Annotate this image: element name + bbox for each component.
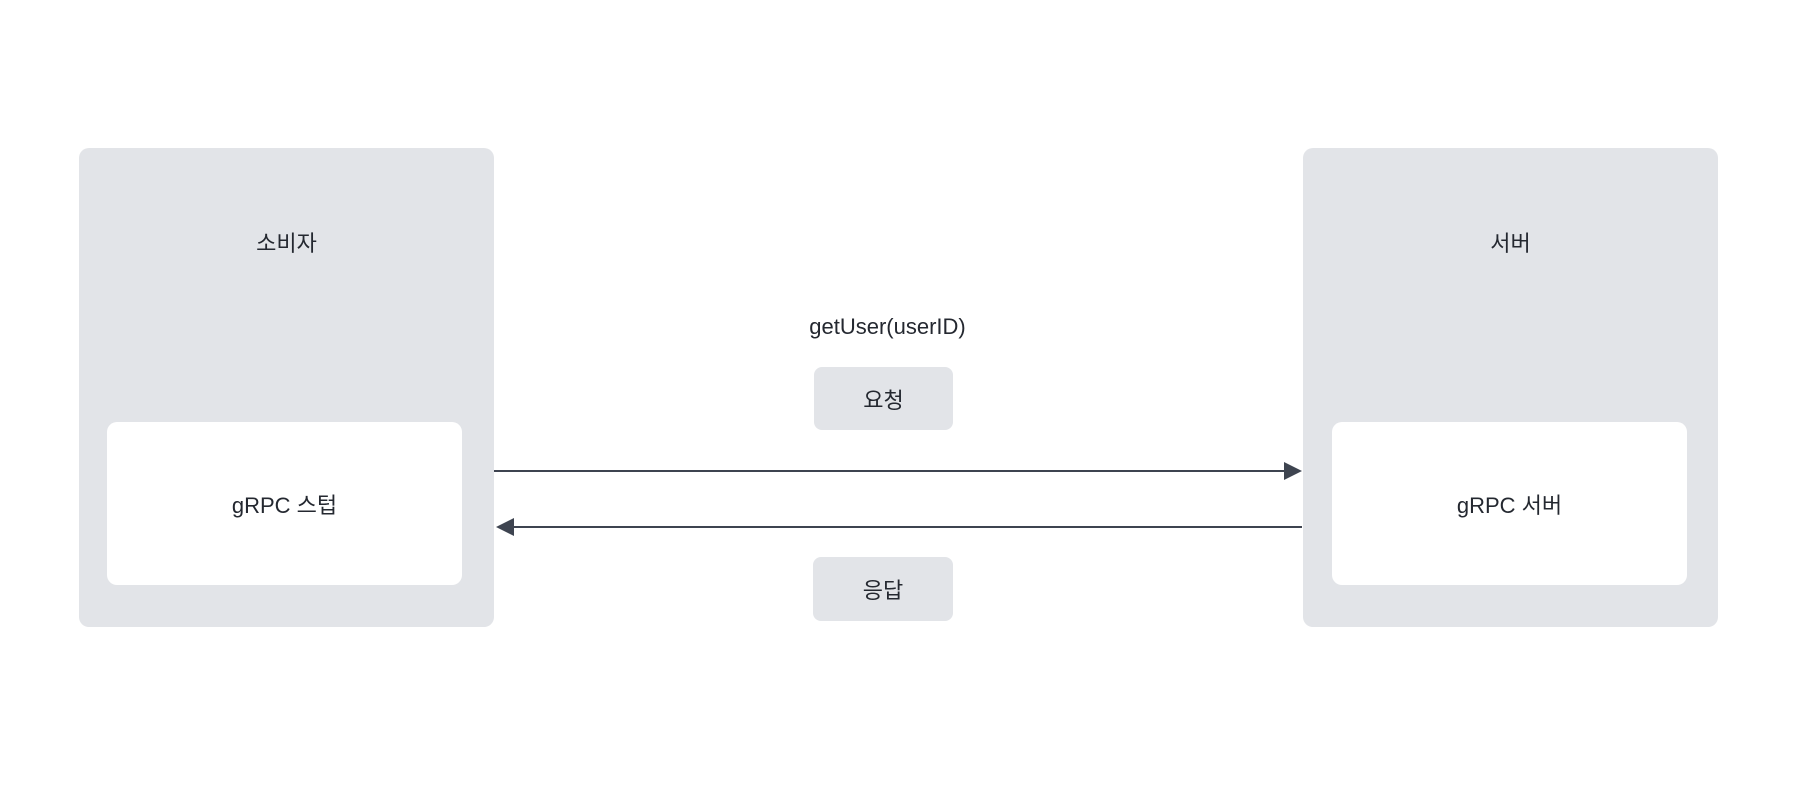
consumer-actor-title: 소비자 [256,231,317,256]
response-badge: 응답 [813,557,953,621]
consumer-actor-box: 소비자 gRPC 스텁 [79,148,494,627]
request-arrow-line [494,470,1286,472]
grpc-stub-label: gRPC 스텁 [231,492,338,518]
server-actor-title: 서버 [1490,231,1531,256]
response-badge-label: 응답 [862,578,904,603]
response-arrow-line [513,526,1302,528]
arrowhead-right-icon [1284,462,1302,480]
request-badge: 요청 [814,367,953,430]
request-badge-label: 요청 [863,387,904,413]
grpc-server-node: gRPC 서버 [1332,422,1687,585]
server-actor-box: 서버 gRPC 서버 [1303,148,1718,627]
grpc-server-label: gRPC 서버 [1456,492,1563,518]
method-call-label: getUser(userID) [809,314,966,339]
grpc-stub-node: gRPC 스텁 [107,422,462,585]
arrowhead-left-icon [496,518,514,536]
